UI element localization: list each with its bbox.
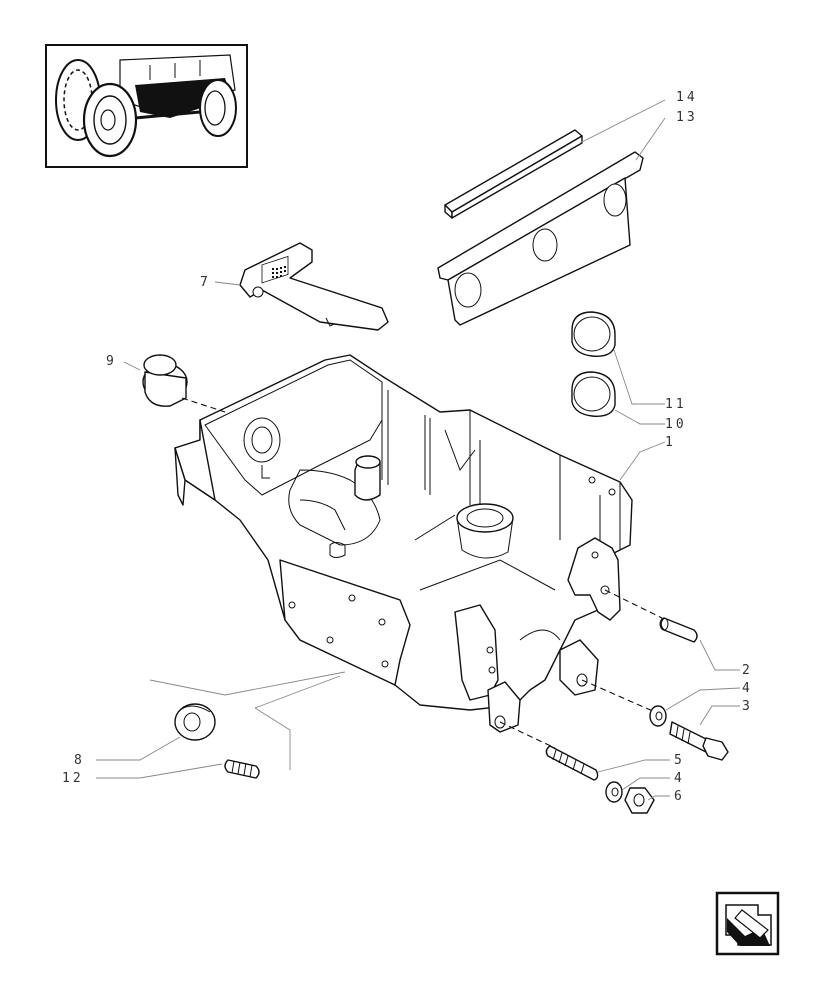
axis-line-3: [581, 679, 656, 713]
part-8-ring: [174, 703, 216, 741]
callout-2: 2: [742, 663, 753, 678]
part-2-pin: [659, 617, 698, 643]
callout-7: 7: [200, 275, 211, 290]
callout-6: 6: [674, 789, 685, 804]
callout-9: 9: [106, 354, 117, 369]
part-5-stud: [545, 745, 599, 781]
part-11-cap: [571, 311, 616, 357]
tractor-location-thumbnail[interactable]: [45, 44, 248, 168]
axis-line-9: [181, 397, 226, 413]
axis-line-2: [604, 589, 663, 619]
callout-4-lower: 4: [674, 771, 685, 786]
callout-3: 3: [742, 699, 753, 714]
part-12-stud: [224, 759, 260, 779]
callout-13: 13: [676, 110, 698, 125]
callout-8: 8: [74, 753, 85, 768]
part-13-bracket: [437, 151, 644, 326]
callout-10: 10: [665, 417, 687, 432]
callout-14: 14: [676, 90, 698, 105]
part-6-nut: [624, 787, 655, 814]
callout-4-upper: 4: [742, 681, 753, 696]
part-9-plug: [142, 354, 188, 407]
part-4-washer-upper: [649, 705, 667, 727]
part-4-washer-lower: [605, 781, 623, 803]
part-7-tag: [239, 242, 389, 331]
callout-11: 11: [665, 397, 687, 412]
part-3-bolt: [669, 721, 729, 761]
axis-line-5: [499, 721, 556, 749]
callout-12: 12: [62, 771, 84, 786]
callout-5: 5: [674, 753, 685, 768]
leader-lines: [96, 99, 741, 801]
next-page-arrow-icon[interactable]: [715, 891, 780, 956]
part-14-bar: [444, 129, 583, 219]
part-1-housing: [174, 354, 633, 733]
part-10-cap: [571, 371, 616, 417]
callout-1: 1: [665, 435, 676, 450]
